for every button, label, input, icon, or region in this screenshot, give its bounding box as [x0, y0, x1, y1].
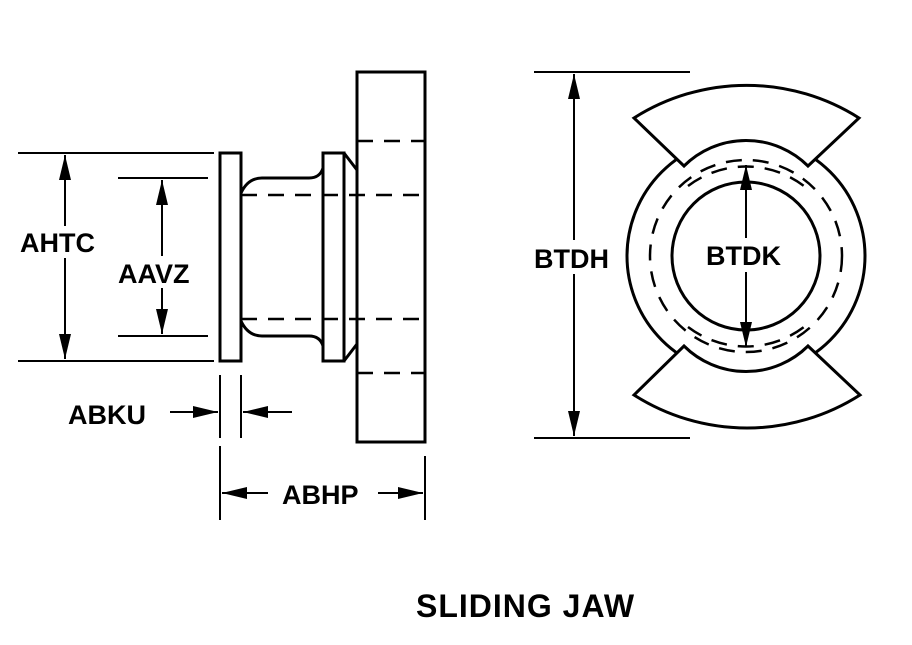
dimension-abku: ABKU — [68, 375, 292, 438]
label-ahtc: AHTC — [20, 228, 95, 258]
hub-bottom-edge — [239, 320, 325, 347]
dimension-btdk: BTDK — [703, 165, 795, 347]
dimension-aavz: AAVZ — [115, 177, 210, 337]
side-view — [218, 70, 427, 444]
bottom-jaw — [631, 343, 863, 430]
dimension-abhp: ABHP — [219, 446, 426, 520]
label-abku: ABKU — [68, 400, 146, 430]
right-flange — [321, 151, 346, 363]
hidden-ring — [648, 158, 844, 354]
label-btdk: BTDK — [706, 241, 781, 271]
main-block — [355, 70, 427, 444]
diagram-title: SLIDING JAW — [416, 588, 635, 624]
dimension-ahtc: AHTC — [15, 152, 214, 362]
hub-top-edge — [239, 167, 325, 194]
label-btdh: BTDH — [534, 244, 609, 274]
dimension-btdh: BTDH — [532, 71, 690, 439]
top-jaw — [631, 83, 862, 169]
flange-chamfer-bottom — [342, 343, 359, 362]
label-abhp: ABHP — [282, 480, 359, 510]
left-flange — [218, 151, 243, 363]
label-aavz: AAVZ — [118, 259, 190, 289]
flange-chamfer-top — [342, 152, 359, 171]
